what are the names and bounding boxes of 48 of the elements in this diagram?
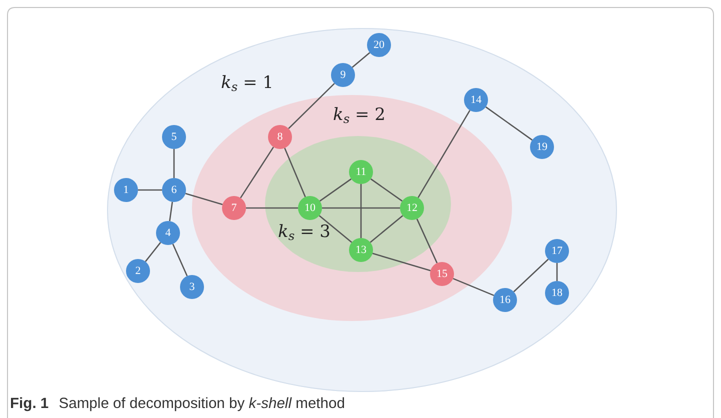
graph-node: 16 — [493, 288, 517, 312]
edge-line — [372, 252, 431, 272]
edge-line — [144, 242, 162, 262]
graph-node: 6 — [162, 178, 186, 202]
edge-line — [416, 218, 438, 264]
edge-line — [173, 149, 175, 178]
edge-line — [556, 263, 558, 281]
graph-node: 9 — [331, 63, 355, 87]
graph-node: 15 — [430, 262, 454, 286]
shell-label: k$_{s}$ = 1 — [221, 74, 274, 93]
graph-node: 7 — [222, 196, 246, 220]
edge-line — [185, 192, 223, 206]
edge-line — [246, 207, 298, 209]
graph-node: 11 — [349, 160, 373, 184]
edge-line — [169, 202, 173, 222]
edge-line — [284, 148, 306, 198]
graph-node: 5 — [162, 125, 186, 149]
edge-line — [370, 215, 404, 243]
shell-label: k$_{s}$ = 2 — [333, 106, 386, 125]
graph-node: 10 — [298, 196, 322, 220]
graph-node: 8 — [268, 125, 292, 149]
edge-line — [513, 258, 549, 292]
figure-caption: Fig. 1 Sample of decomposition by k-shell method — [10, 396, 345, 414]
graph-node: 2 — [126, 259, 150, 283]
edge-line — [360, 184, 362, 238]
edge-line — [240, 146, 274, 198]
edge-line — [138, 189, 162, 191]
graph-node: 12 — [400, 196, 424, 220]
edge-line — [288, 82, 335, 130]
edge-line — [485, 106, 533, 141]
graph-node: 1 — [114, 178, 138, 202]
edge-line — [370, 178, 403, 202]
edge-line — [318, 215, 352, 243]
graph-node: 3 — [180, 275, 204, 299]
graph-node: 17 — [545, 239, 569, 263]
edge-line — [418, 110, 470, 198]
graph-node: 19 — [530, 135, 554, 159]
graph-node: 4 — [156, 221, 180, 245]
edge-line — [452, 278, 494, 296]
shell-label: k$_{s}$ = 3 — [278, 223, 330, 242]
graph-node: 20 — [367, 33, 391, 57]
edge-line — [322, 207, 400, 209]
edge-line — [352, 52, 370, 68]
graph-node: 14 — [464, 88, 488, 112]
graph-node: 13 — [349, 238, 373, 262]
edge-line — [319, 178, 352, 202]
edge-line — [172, 244, 188, 276]
graph-node: 18 — [545, 281, 569, 305]
